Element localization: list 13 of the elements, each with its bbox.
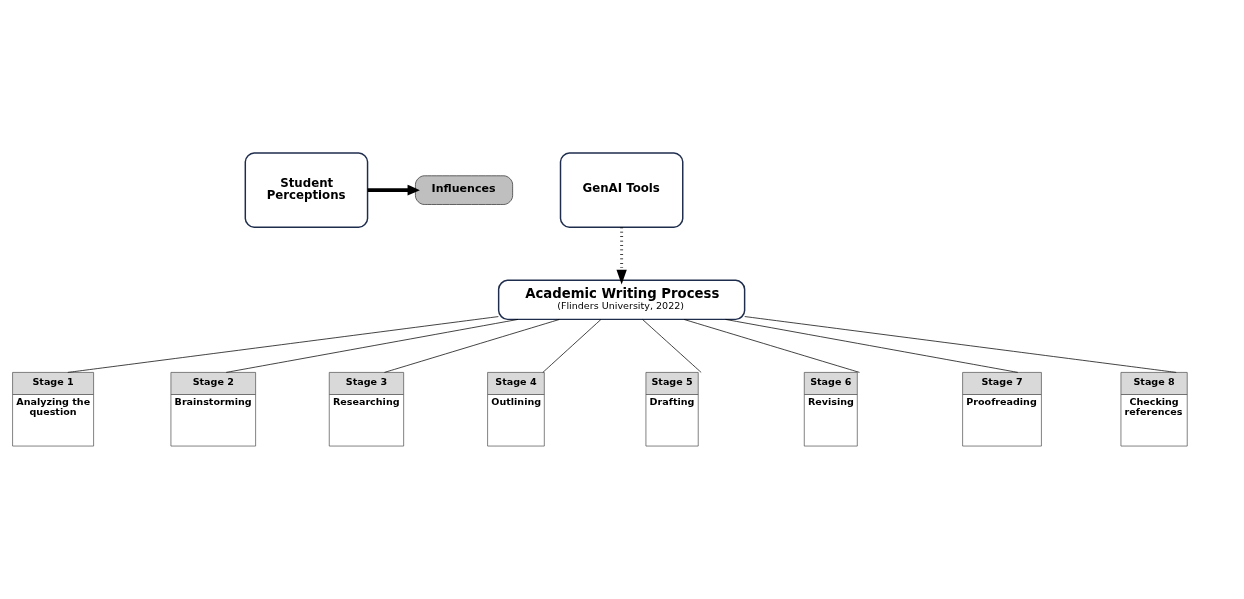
node-box: Student Perceptions: [244, 152, 369, 229]
node-box: GenAI Tools: [559, 152, 684, 229]
node-box: Influences: [415, 175, 513, 205]
arrow: [367, 184, 420, 196]
connector: [744, 316, 1177, 373]
connector: [225, 319, 519, 373]
connector: [384, 319, 560, 373]
connector: [67, 316, 499, 373]
connector: [725, 319, 1019, 373]
connector: [542, 319, 602, 373]
node-box: Academic Writing Process (Flinders University, 2022): [497, 279, 746, 321]
connector: [642, 319, 702, 373]
connector: [683, 319, 860, 373]
